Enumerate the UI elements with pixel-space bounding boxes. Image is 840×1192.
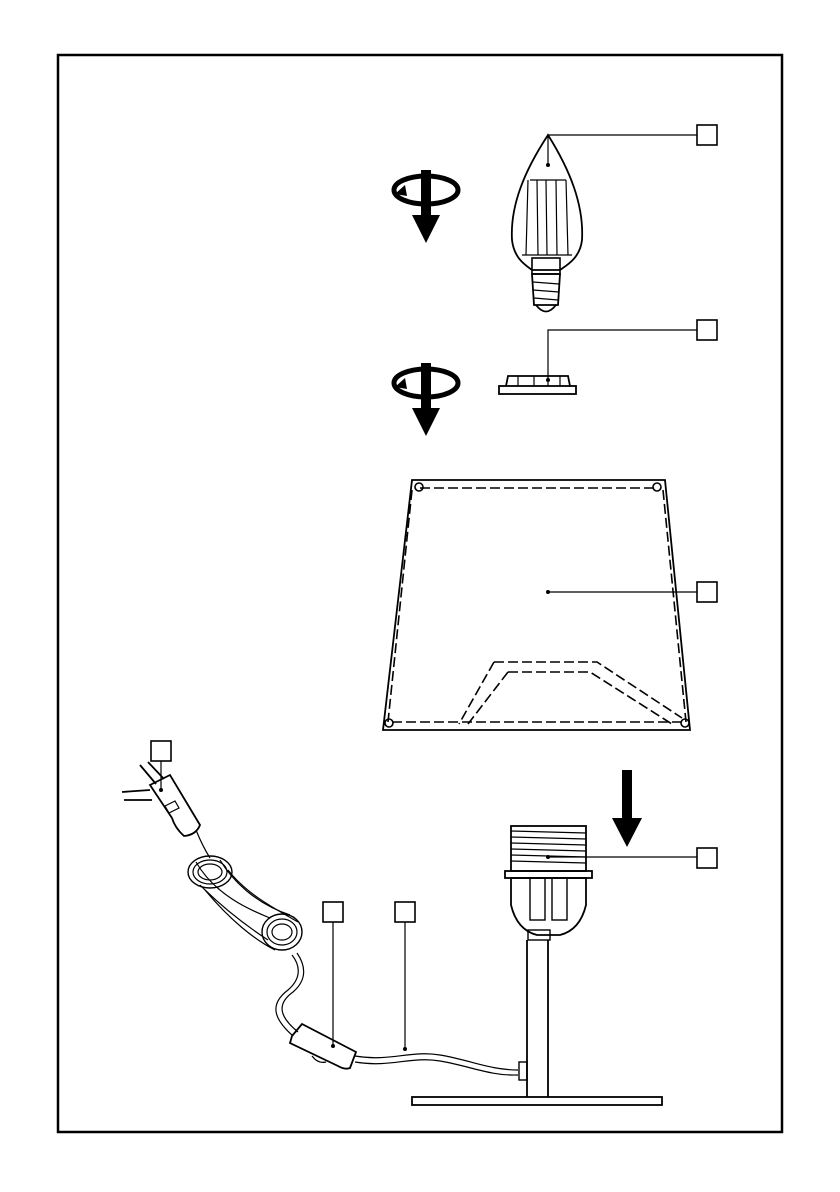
- rotate-screw-down-icon: [394, 363, 458, 436]
- leader-lines: [159, 135, 697, 1051]
- inline-switch: [290, 1024, 356, 1069]
- callout-shade-ring: [697, 320, 717, 340]
- coiled-cord: [188, 856, 302, 950]
- lampshade: [383, 480, 690, 730]
- candle-bulb: [512, 135, 582, 312]
- callout-lamp-base-socket: [697, 848, 717, 868]
- callout-bulb: [697, 125, 717, 145]
- callout-plug: [151, 741, 171, 761]
- callout-lampshade: [697, 582, 717, 602]
- euro-plug: [122, 762, 210, 858]
- rotate-screw-down-icon: [394, 170, 458, 243]
- shade-ring: [499, 376, 576, 394]
- callout-switch: [323, 902, 343, 922]
- arrow-down-icon: [612, 770, 642, 847]
- callout-cable: [395, 902, 415, 922]
